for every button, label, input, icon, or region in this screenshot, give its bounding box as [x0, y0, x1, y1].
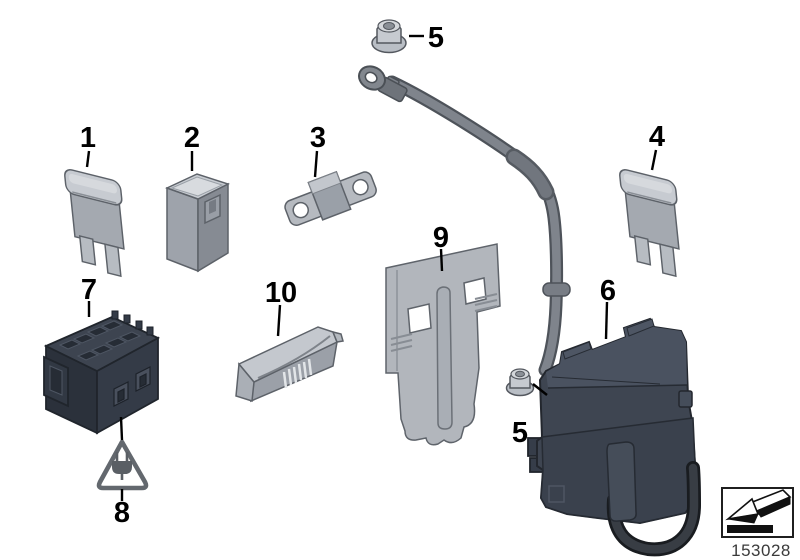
callout-labels: 1 2 3 4 5 5 6 7 8 9 10: [80, 22, 665, 529]
warning-triangle-outline: [96, 439, 149, 491]
fuse4-seam: [627, 191, 672, 204]
battery-cable: [358, 65, 571, 377]
module-clip-tab-1: [562, 341, 592, 360]
callout-9[interactable]: 9: [433, 222, 449, 254]
cable-loop-core: [609, 463, 699, 554]
cable-ferrule: [542, 282, 571, 297]
bracket-center-channel: [436, 286, 453, 430]
nut-top-hole: [383, 22, 395, 30]
direction-arrow-icon: [725, 489, 792, 533]
callout-4[interactable]: 4: [649, 121, 665, 153]
control-module-6: [527, 317, 702, 557]
clip-tip-hook: [331, 330, 344, 343]
leader-4: [650, 149, 658, 171]
clip-10: [235, 326, 344, 403]
plug-glyph: [112, 452, 132, 480]
module-channel-tab: [606, 441, 637, 522]
callout-8[interactable]: 8: [114, 497, 130, 529]
block-top-pins: [111, 310, 154, 336]
callout-5-bottom[interactable]: 5: [512, 417, 528, 449]
block-terminals: [58, 320, 142, 361]
callout-3[interactable]: 3: [310, 122, 326, 154]
fuse3-center-bevel: [307, 171, 342, 195]
fuse4-leg-right: [659, 243, 677, 278]
hex-nut-5-bottom: [505, 368, 535, 397]
module-top-fold: [551, 376, 661, 385]
maxi-fuse-4: [619, 168, 680, 278]
leader-9: [439, 248, 444, 272]
maxi-fuse-1: [64, 168, 125, 278]
plate-code-block: 153028: [721, 487, 794, 560]
warning-plug-icon: [96, 439, 149, 491]
leader-lines: [85, 34, 658, 501]
callout-2[interactable]: 2: [184, 122, 200, 154]
fuse2-latch-window: [209, 199, 216, 214]
module-foot-detail: [548, 485, 565, 503]
fuse1-cap-highlight: [68, 173, 117, 194]
fuse4-leg-left: [633, 234, 652, 266]
fuse1-leg-right: [104, 243, 122, 278]
part-code: 153028: [731, 541, 791, 560]
bracket-ribs-left: [390, 333, 413, 352]
cable-eyelet: [358, 65, 408, 103]
nut-bottom-hole: [515, 370, 525, 378]
cable-sleeve: [508, 151, 552, 198]
fuse1-seam: [72, 191, 117, 204]
fuse-carrier-7: [43, 310, 161, 435]
midi-fuse-3: [284, 170, 377, 226]
leader-3: [313, 150, 319, 178]
clip-scoop-line: [257, 335, 331, 379]
module-clip-tab-2: [626, 318, 655, 337]
block-side-windows: [113, 366, 151, 407]
fuse3-bolt-hole-left: [292, 201, 309, 219]
module-right-clip: [678, 390, 693, 408]
fuse3-bolt-hole-right: [352, 178, 369, 196]
callout-7[interactable]: 7: [81, 274, 97, 306]
callout-10[interactable]: 10: [265, 277, 297, 309]
callout-6[interactable]: 6: [600, 275, 616, 307]
eyelet-hole: [364, 71, 378, 84]
leader-1: [85, 150, 91, 168]
callout-1[interactable]: 1: [80, 122, 96, 154]
leader-10: [276, 304, 282, 337]
hex-nut-5-top: [371, 19, 407, 54]
callout-5-top[interactable]: 5: [428, 22, 444, 54]
module-lid-seam: [547, 384, 688, 389]
fuse4-cap-highlight: [623, 173, 672, 194]
fuse1-leg-left: [78, 234, 97, 266]
block-latch-inner: [49, 365, 63, 396]
bracket-ribs-right: [474, 293, 498, 312]
module-top-face: [546, 319, 687, 388]
bracket-9: [385, 243, 501, 446]
leader-6: [604, 301, 609, 340]
leader-5-bottom: [532, 383, 548, 396]
leader-8-upper: [119, 416, 124, 441]
cable-core: [387, 77, 561, 375]
block-top-face: [43, 316, 161, 373]
direction-arrow-base: [727, 525, 773, 533]
fuse2-lid-inner: [170, 176, 224, 197]
clip-grip-ribs: [282, 358, 313, 389]
jcase-fuse-2: [165, 173, 230, 273]
fuse2-front-face: [166, 186, 199, 273]
